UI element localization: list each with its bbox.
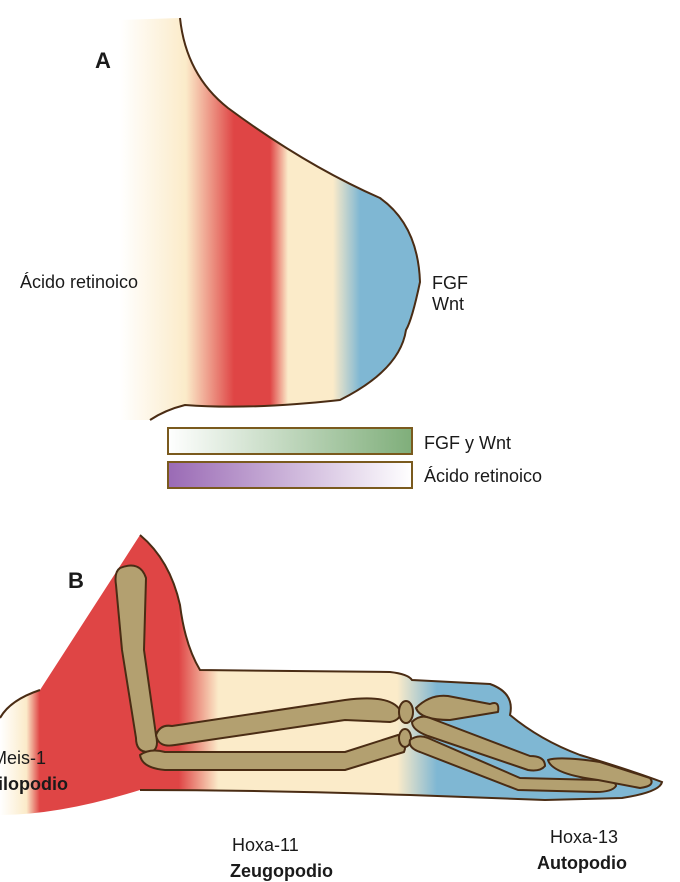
limb-bud-a — [120, 18, 420, 420]
autopod-label: Autopodio — [537, 852, 627, 874]
legend-label-fgf-wnt: FGF y Wnt — [424, 432, 511, 454]
developed-limb-b — [0, 535, 662, 815]
hoxa-13-label: Hoxa-13 — [550, 826, 618, 848]
wnt-label: Wnt — [432, 293, 464, 315]
legend-bar-fgf-wnt — [168, 428, 412, 454]
legend-label-retinoic-acid: Ácido retinoico — [424, 465, 542, 487]
zeugopod-label: Zeugopodio — [230, 860, 333, 882]
limb-bud-tissue — [120, 18, 420, 420]
panel-b-letter: B — [68, 568, 84, 594]
hoxa-11-label: Hoxa-11 — [232, 834, 299, 856]
stylopod-label: ilopodio — [0, 773, 68, 795]
panel-a-letter: A — [95, 48, 111, 74]
retinoic-acid-label: Ácido retinoico — [20, 271, 138, 293]
meis-1-label: Meis-1 — [0, 747, 46, 769]
fgf-label: FGF — [432, 272, 468, 294]
carpal-bone — [399, 701, 413, 723]
legend-bar-retinoic-acid — [168, 462, 412, 488]
